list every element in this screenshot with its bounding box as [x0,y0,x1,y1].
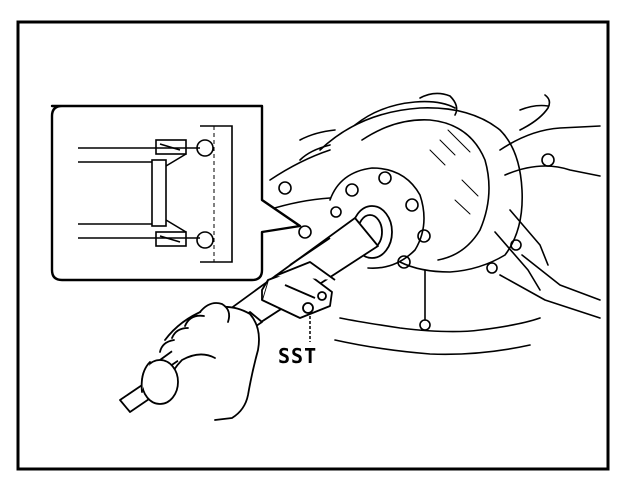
inset-detail [50,104,302,282]
differential-housing [267,92,601,356]
sst-label: SST [278,344,318,368]
hand [140,302,260,421]
outer-frame [16,20,610,471]
